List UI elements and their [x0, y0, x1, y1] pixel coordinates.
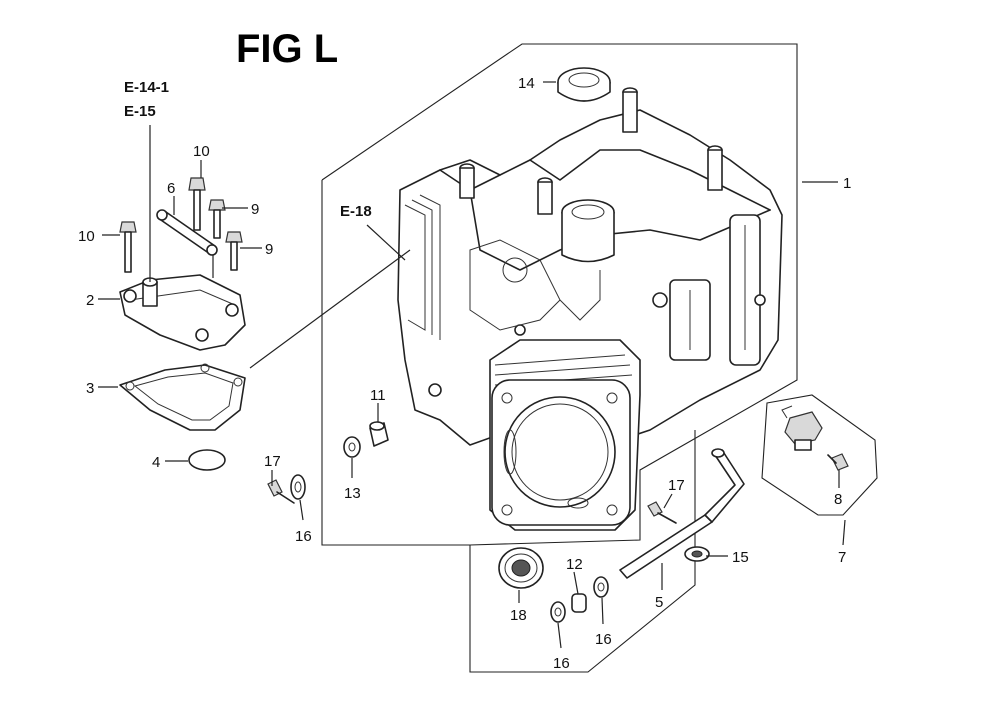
sensor-group-frame	[761, 394, 878, 516]
callout-3: 3	[86, 380, 94, 397]
ref-e14-1: E-14-1	[124, 79, 169, 96]
callout-8: 8	[834, 491, 842, 508]
callout-9-lower: 9	[265, 241, 273, 258]
part-14-oil-seal	[557, 67, 611, 102]
part-5-tube	[619, 448, 745, 579]
callout-7: 7	[838, 549, 846, 566]
ref-e18: E-18	[340, 203, 372, 220]
callout-17-right: 17	[668, 477, 685, 494]
callout-15: 15	[732, 549, 749, 566]
part-3-gasket	[119, 364, 246, 431]
part-10-bolt-top	[188, 177, 206, 231]
part-16-washer-right	[593, 576, 609, 598]
callout-1: 1	[843, 175, 851, 192]
part-15-washer	[684, 546, 710, 562]
assembly-frame	[321, 43, 798, 546]
callout-2: 2	[86, 292, 94, 309]
part-9-bolt-upper	[208, 199, 226, 239]
callout-4: 4	[152, 454, 160, 471]
callout-9-upper: 9	[251, 201, 259, 218]
ref-e15: E-15	[124, 103, 156, 120]
part-4-plug	[188, 449, 226, 471]
callout-10-left: 10	[78, 228, 95, 245]
callout-18: 18	[510, 607, 527, 624]
callout-11: 11	[370, 387, 386, 404]
part-16-washer-left	[290, 474, 306, 500]
callout-13: 13	[344, 485, 361, 502]
part-11-collar	[369, 421, 389, 447]
part-13-nut	[343, 436, 361, 458]
callout-12: 12	[566, 556, 583, 573]
part-18-bearing	[498, 547, 544, 589]
crankcase	[397, 87, 783, 531]
part-7-sensor	[781, 405, 823, 451]
callout-14: 14	[518, 75, 535, 92]
callout-5: 5	[655, 594, 663, 611]
callout-16-bottom: 16	[553, 655, 570, 672]
part-16-washer-bottom	[550, 601, 566, 623]
callout-17-left: 17	[264, 453, 281, 470]
figure-title: FIG L	[236, 27, 338, 71]
callout-10-top: 10	[193, 143, 210, 160]
leader-lines	[98, 81, 846, 649]
part-17-bolt-right	[647, 501, 677, 524]
part-10-bolt-left	[119, 221, 137, 273]
callout-16-left: 16	[295, 528, 312, 545]
callout-6: 6	[167, 180, 175, 197]
part-8-terminal	[827, 453, 849, 471]
part-9-bolt-lower	[225, 231, 243, 271]
callout-16-right: 16	[595, 631, 612, 648]
part-12-pin	[571, 593, 587, 613]
